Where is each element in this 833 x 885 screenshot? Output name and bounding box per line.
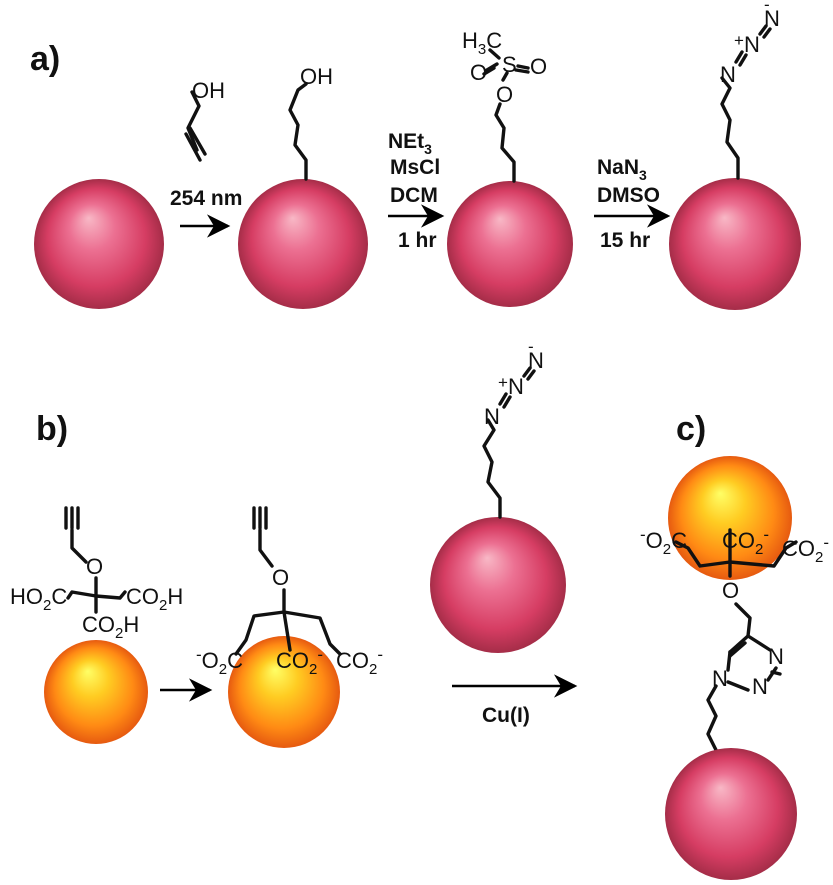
nan3-subscript: 3: [639, 167, 647, 183]
nitrogen-label: N: [720, 62, 736, 87]
net3-subscript: 3: [424, 141, 432, 157]
panel-label-c: c): [676, 410, 706, 448]
nitrogen-label: N: [752, 674, 768, 699]
co2-subscript: 2: [663, 541, 671, 558]
ho2c-c-label: C: [51, 584, 67, 609]
methyl-c-label: C: [486, 28, 502, 53]
svg-text:CO2-: CO2-: [782, 533, 829, 566]
co2-label: CO: [782, 536, 815, 561]
svg-text:CO2-: CO2-: [336, 645, 383, 678]
co2-subscript: 2: [369, 661, 377, 678]
co2h-h-label: H: [167, 584, 183, 609]
minus-charge: -: [763, 525, 769, 544]
oxygen-label: O: [272, 565, 289, 590]
co2-label: O: [646, 528, 663, 553]
ho2c-subscript: 2: [43, 597, 51, 614]
svg-text:CO2H: CO2H: [126, 584, 183, 614]
minus-charge: -: [317, 645, 323, 664]
nitrogen-label: N: [744, 32, 760, 57]
ho2c-label: HO: [10, 584, 43, 609]
time-label: 1 hr: [398, 229, 437, 252]
azide-group: N N N + -: [720, 0, 780, 180]
alkyne-citrate-ligand: O HO2C CO2H CO2H: [10, 506, 183, 642]
methyl-subscript: 3: [478, 41, 486, 58]
nan3-label: NaN: [597, 156, 639, 179]
oxygen-label: O: [86, 554, 103, 579]
hydroxyl-label: OH: [192, 78, 225, 103]
silica-bead: [238, 179, 368, 309]
minus-charge: -: [640, 525, 646, 544]
svg-text:NEt3: NEt3: [388, 130, 432, 157]
nitrogen-label: N: [768, 644, 784, 669]
svg-text:NaN3: NaN3: [597, 156, 647, 183]
mscl-label: MsCl: [390, 156, 440, 179]
dmso-label: DMSO: [597, 184, 660, 207]
sulfur-label: S: [502, 52, 517, 77]
copper-catalyst-label: Cu(I): [482, 704, 530, 727]
gold-nanoparticle: [228, 636, 340, 748]
nitrogen-label: N: [508, 374, 524, 399]
co2-c-label: C: [227, 648, 243, 673]
silica-bead: [34, 179, 164, 309]
nitrogen-label: N: [528, 348, 544, 373]
co2-subscript: 2: [815, 549, 823, 566]
uv-condition: 254 nm: [170, 187, 242, 210]
minus-charge: -: [377, 645, 383, 664]
co2-label: CO: [722, 528, 755, 553]
minus-charge: -: [764, 0, 770, 14]
plus-charge: +: [498, 373, 508, 392]
silica-bead: [669, 178, 801, 310]
svg-text:CO2-: CO2-: [276, 645, 323, 678]
minus-charge: -: [196, 645, 202, 664]
co2-label: CO: [276, 648, 309, 673]
minus-charge: -: [528, 337, 534, 356]
triazole-linker: -O2C CO2- CO2- O N N N: [640, 525, 829, 802]
co2h-subscript: 2: [159, 597, 167, 614]
gold-nanoparticle: [668, 456, 792, 580]
butyl-chain: [288, 82, 308, 181]
nitrogen-label: N: [764, 6, 780, 31]
svg-text:CO2-: CO2-: [722, 525, 769, 558]
minus-charge: -: [823, 533, 829, 552]
svg-text:-O2C: -O2C: [196, 645, 243, 678]
bound-citrate-ligand: O -O2C CO2- CO2-: [196, 506, 383, 678]
oxygen-label: O: [470, 60, 487, 85]
co2h-subscript: 2: [115, 625, 123, 642]
co2h-label: CO: [126, 584, 159, 609]
svg-text:HO2C: HO2C: [10, 584, 67, 614]
co2-label: CO: [336, 648, 369, 673]
oxygen-label: O: [496, 82, 513, 107]
silica-bead: [430, 517, 566, 653]
co2-subscript: 2: [755, 541, 763, 558]
co2-subscript: 2: [219, 661, 227, 678]
nitrogen-label: N: [484, 404, 500, 429]
butenol-reagent: OH: [184, 78, 225, 162]
co2-subscript: 2: [309, 661, 317, 678]
silica-bead: [665, 748, 797, 880]
svg-text:CO2H: CO2H: [82, 612, 139, 642]
co2-label: O: [202, 648, 219, 673]
azidation-conditions: NaN3 DMSO 15 hr: [597, 156, 660, 252]
dcm-label: DCM: [390, 184, 438, 207]
co2h-h-label: H: [123, 612, 139, 637]
mesylation-conditions: NEt3 MsCl DCM 1 hr: [388, 130, 440, 252]
mesylate-group: O S O O H3C: [462, 28, 547, 183]
svg-text:-O2C: -O2C: [640, 525, 687, 558]
gold-nanoparticle: [44, 640, 148, 744]
net3-label: NEt: [388, 130, 424, 153]
oxygen-label: O: [530, 54, 547, 79]
silica-bead: [447, 181, 573, 307]
panel-label-b: b): [36, 410, 68, 448]
time-label: 15 hr: [600, 229, 650, 252]
hydroxyl-label: OH: [300, 64, 333, 89]
plus-charge: +: [734, 31, 744, 50]
panel-label-a: a): [30, 40, 60, 78]
oxygen-label: O: [722, 578, 739, 603]
co2-c-label: C: [671, 528, 687, 553]
co2h-label: CO: [82, 612, 115, 637]
methyl-h-label: H: [462, 28, 478, 53]
azide-group: N N N + -: [482, 337, 544, 519]
svg-text:H3C: H3C: [462, 28, 502, 58]
